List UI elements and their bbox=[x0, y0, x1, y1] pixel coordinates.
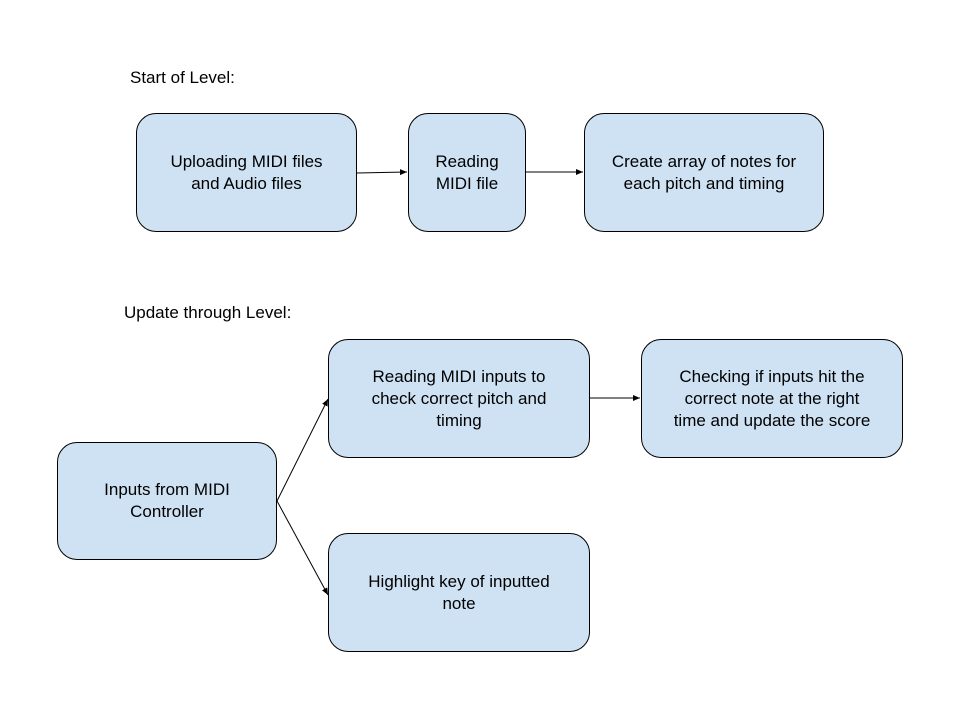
update-section-label: Update through Level: bbox=[124, 303, 292, 322]
arrow-upload-to-read-midi bbox=[356, 169, 408, 176]
read-midi-inputs-node: Reading MIDI inputs to check correct pit… bbox=[328, 339, 590, 458]
highlight-key-node: Highlight key of inputted note bbox=[328, 533, 590, 652]
arrow-controller-to-highlight-key bbox=[276, 500, 329, 596]
create-note-array-node: Create array of notes for each pitch and… bbox=[584, 113, 824, 232]
upload-files-node: Uploading MIDI files and Audio files bbox=[136, 113, 357, 232]
start-section-label: Start of Level: bbox=[130, 68, 235, 87]
check-inputs-hit-node: Checking if inputs hit the correct note … bbox=[641, 339, 903, 458]
arrow-controller-to-read-inputs bbox=[276, 398, 329, 502]
read-midi-file-node: Reading MIDI file bbox=[408, 113, 526, 232]
midi-controller-inputs-node: Inputs from MIDI Controller bbox=[57, 442, 277, 560]
